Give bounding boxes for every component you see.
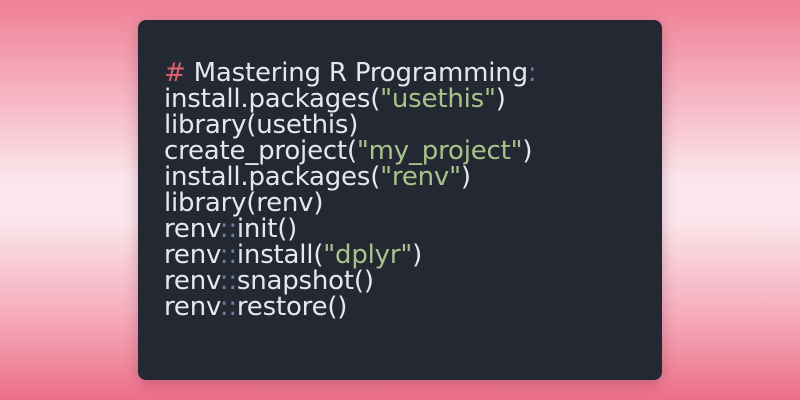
code-token-namespace-operator: ::	[219, 240, 237, 270]
code-line-install-usethis: install.packages("usethis")	[164, 86, 662, 112]
code-token-call: restore()	[236, 292, 348, 322]
code-token-call: install.packages(	[164, 84, 381, 114]
code-token-namespace-operator: ::	[219, 292, 237, 322]
code-token-call: library(usethis)	[164, 110, 359, 140]
code-token-close-paren: )	[460, 162, 471, 192]
code-token-call: library(renv)	[164, 188, 324, 218]
code-token-string: "renv"	[380, 162, 461, 192]
code-token-namespace-operator: ::	[219, 266, 237, 296]
code-line-heading-comment: # Mastering R Programming:	[164, 60, 662, 86]
code-line-renv-install-dplyr: renv::install("dplyr")	[164, 242, 662, 268]
code-token-namespace: renv	[164, 240, 220, 270]
comment-hash-mark: #	[164, 58, 186, 88]
code-snippet-card: # Mastering R Programming: install.packa…	[138, 20, 662, 380]
code-token-call: install(	[236, 240, 324, 270]
code-line-library-renv: library(renv)	[164, 190, 662, 216]
code-line-renv-restore: renv::restore()	[164, 294, 662, 320]
code-token-string: "my_project"	[356, 136, 523, 166]
code-token-namespace-operator: ::	[219, 214, 237, 244]
code-line-install-renv: install.packages("renv")	[164, 164, 662, 190]
code-token-call: snapshot()	[236, 266, 374, 296]
code-line-renv-init: renv::init()	[164, 216, 662, 242]
code-line-library-usethis: library(usethis)	[164, 112, 662, 138]
code-line-create-project: create_project("my_project")	[164, 138, 662, 164]
code-token-namespace: renv	[164, 214, 220, 244]
code-token-close-paren: )	[495, 84, 506, 114]
code-token-namespace: renv	[164, 292, 220, 322]
code-token-string: "usethis"	[380, 84, 496, 114]
code-token-call: init()	[236, 214, 298, 244]
code-token-string: "dplyr"	[323, 240, 413, 270]
code-token-close-paren: )	[412, 240, 423, 270]
comment-colon: :	[527, 58, 537, 88]
code-token-call: install.packages(	[164, 162, 381, 192]
code-token-namespace: renv	[164, 266, 220, 296]
code-token-close-paren: )	[522, 136, 533, 166]
comment-title-text: Mastering R Programming	[185, 58, 528, 88]
code-line-renv-snapshot: renv::snapshot()	[164, 268, 662, 294]
code-token-call: create_project(	[164, 136, 357, 166]
